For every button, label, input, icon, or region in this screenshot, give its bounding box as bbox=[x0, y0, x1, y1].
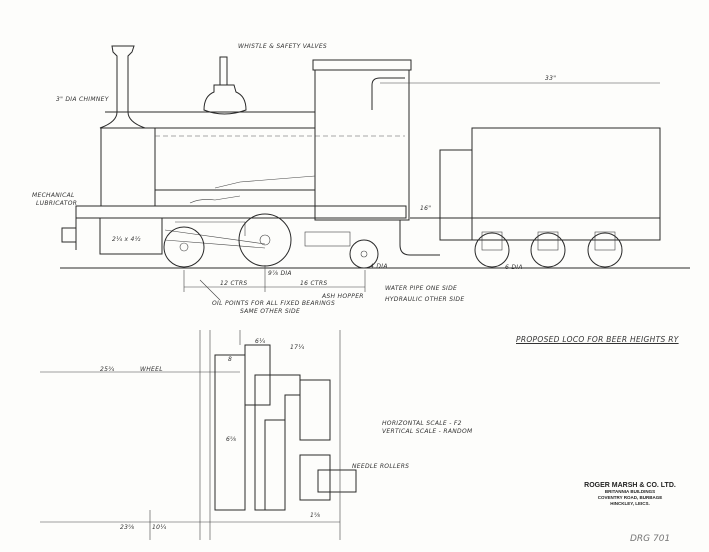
small-wheel-label: 4 DIA bbox=[370, 263, 388, 270]
oil-points-label-2: SAME OTHER SIDE bbox=[240, 308, 301, 315]
whistle-label: WHISTLE & SAFETY VALVES bbox=[238, 43, 328, 50]
company-title-block: ROGER MARSH & CO. LTD. BRITANNIA BUILDIN… bbox=[570, 482, 690, 507]
ash-hopper-label: ASH HOPPER bbox=[322, 293, 364, 300]
dim-25: 25¾ bbox=[100, 366, 115, 373]
wheel-label: WHEEL bbox=[140, 366, 163, 373]
cylinder bbox=[99, 217, 163, 255]
oil-points-label-1: OIL POINTS FOR ALL FIXED BEARINGS bbox=[212, 300, 336, 307]
ctrs-1-label: 12 CTRS bbox=[220, 280, 248, 287]
ctrs-2-label: 16 CTRS bbox=[300, 280, 328, 287]
wheel-dia-label: 9⅞ DIA bbox=[268, 270, 292, 277]
feed-pipe bbox=[214, 175, 316, 189]
dim-8: 8 bbox=[228, 356, 233, 363]
dim-15: 1⅝ bbox=[310, 512, 321, 519]
ash-hopper bbox=[304, 231, 351, 247]
main-frame bbox=[75, 205, 407, 219]
cab bbox=[312, 59, 440, 256]
height-label: 16" bbox=[420, 205, 432, 212]
lubricator-label-1: MECHANICAL bbox=[32, 192, 75, 199]
water-pipe-label-1: WATER PIPE ONE SIDE bbox=[385, 285, 458, 292]
dim-23: 23⅝ bbox=[120, 524, 135, 531]
tender-wheel-label: 6 DIA bbox=[505, 264, 523, 271]
section-drawing bbox=[40, 330, 357, 540]
buffer bbox=[61, 227, 77, 243]
dim-64: 6¼ bbox=[255, 338, 266, 345]
dim-10: 10¼ bbox=[152, 524, 167, 531]
dim-174: 17¼ bbox=[290, 344, 305, 351]
company-address-1: BRITANNIA BUILDINGS bbox=[604, 489, 656, 494]
dome bbox=[203, 56, 247, 115]
wheelbase-dimension-lines bbox=[183, 265, 366, 301]
company-address-2: COVENTRY ROAD, BURBAGE bbox=[597, 495, 663, 500]
chimney bbox=[99, 45, 146, 129]
drawing-title: PROPOSED LOCO FOR BEER HEIGHTS RY bbox=[516, 335, 679, 344]
scale-label-2: VERTICAL SCALE - RANDOM bbox=[382, 428, 473, 435]
boiler bbox=[154, 127, 316, 191]
chimney-label: 3" DIA CHIMNEY bbox=[56, 96, 109, 103]
tender bbox=[410, 127, 661, 268]
smokebox bbox=[100, 127, 156, 207]
needle-rollers-label: NEEDLE ROLLERS bbox=[352, 463, 410, 470]
company-address-3: HINCKLEY, LEICS. bbox=[610, 501, 650, 506]
cab-length-label: 33" bbox=[545, 75, 557, 82]
water-pipe-label-2: HYDRAULIC OTHER SIDE bbox=[385, 296, 465, 303]
lubricator-pipe bbox=[189, 195, 241, 204]
drawing-number: DRG 701 bbox=[630, 534, 671, 544]
company-name: ROGER MARSH & CO. LTD. bbox=[584, 482, 676, 489]
scale-label-1: HORIZONTAL SCALE - F2 bbox=[382, 420, 462, 427]
valve-motion bbox=[164, 221, 266, 249]
cylinder-label: 2¼ x 4½ bbox=[112, 236, 141, 243]
lubricator-label-2: LUBRICATOR bbox=[36, 200, 78, 207]
dim-6: 6⅝ bbox=[226, 436, 237, 443]
